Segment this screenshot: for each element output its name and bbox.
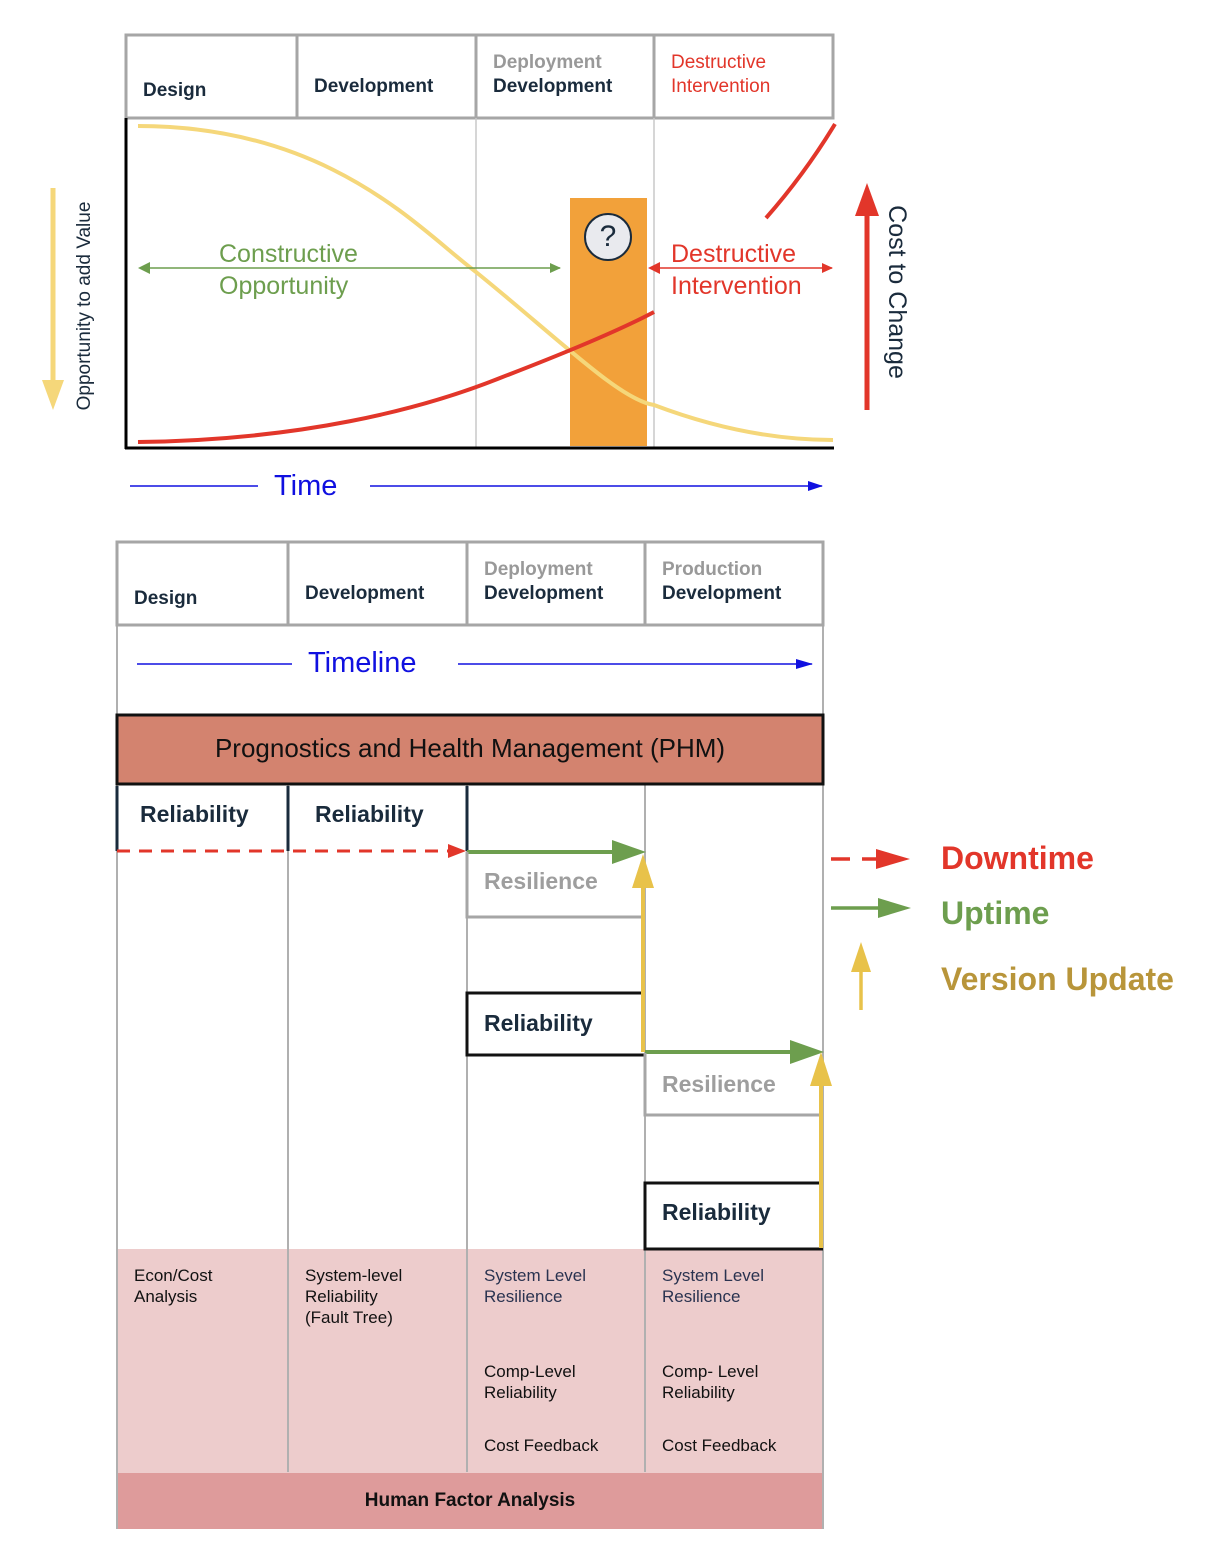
- opportunity-curve: [137, 124, 834, 442]
- resilience-box-2: [643, 1053, 823, 1117]
- analysis-band: [117, 1249, 823, 1473]
- top-header-grid: [124, 33, 835, 120]
- phm-label: Prognostics and Health Management (PHM): [214, 733, 726, 763]
- resilience-label-2: Resilience: [662, 1071, 776, 1097]
- top-header-design: Design: [143, 80, 207, 101]
- cost-feedback-2: Cost Feedback: [662, 1436, 777, 1455]
- legend-uptime: Uptime: [941, 895, 1050, 931]
- system-level-reliability: System-level Reliability (Fault Tree): [305, 1266, 403, 1327]
- top-header-deployment: Deployment Development: [493, 52, 613, 97]
- econ-cost-analysis: Econ/Cost Analysis: [134, 1266, 213, 1306]
- reliability-label-2: Reliability: [315, 801, 424, 827]
- bottom-diagram-graphics: [115, 540, 911, 1529]
- resilience-label-1: Resilience: [484, 868, 598, 894]
- human-factor-band: [117, 1473, 823, 1529]
- phm-bar: [115, 713, 825, 786]
- reliability-label-3: Reliability: [484, 1010, 593, 1036]
- cost-curve: [137, 310, 655, 444]
- timeline-label: Timeline: [308, 647, 417, 679]
- top-diagram-graphics: [42, 33, 879, 491]
- system-level-resilience-1: System Level Resilience: [484, 1266, 587, 1306]
- system-level-resilience-2: System Level Resilience: [662, 1266, 765, 1306]
- reliability-label-4: Reliability: [662, 1199, 771, 1225]
- legend-downtime: Downtime: [941, 840, 1094, 876]
- legend-graphics: [831, 849, 911, 1010]
- constructive-opportunity-label: Constructive Opportunity: [219, 240, 358, 300]
- resilience-box-1: [465, 852, 645, 919]
- destructive-intervention-label: Destructive Intervention: [671, 240, 802, 300]
- bottom-header-deployment: Deployment Development: [484, 559, 604, 604]
- question-circle: [584, 213, 632, 261]
- top-header-destructive: Destructive Intervention: [671, 52, 771, 97]
- comp-level-reliability-2: Comp- Level Reliability: [662, 1362, 759, 1402]
- comp-level-reliability-1: Comp-Level Reliability: [484, 1362, 576, 1402]
- bottom-header-production: Production Development: [662, 559, 782, 604]
- reliability-box-4: [643, 1181, 823, 1251]
- reliability-label-1: Reliability: [140, 801, 249, 827]
- top-header-development: Development: [314, 76, 434, 97]
- time-label: Time: [274, 470, 338, 502]
- human-factor-label: Human Factor Analysis: [364, 1490, 576, 1511]
- bottom-header-design: Design: [134, 588, 198, 609]
- legend-version-update: Version Update: [941, 961, 1174, 997]
- bottom-header-development: Development: [305, 583, 425, 604]
- reliability-box-3: [465, 991, 645, 1057]
- cost-feedback-1: Cost Feedback: [484, 1436, 599, 1455]
- bottom-header-grid: [115, 540, 825, 627]
- cost-axis-label: Cost to Change: [883, 205, 911, 379]
- opportunity-axis-label: Opportunity to add Value: [74, 201, 95, 411]
- question-mark: ?: [599, 220, 617, 253]
- cost-curve-top: [764, 122, 837, 220]
